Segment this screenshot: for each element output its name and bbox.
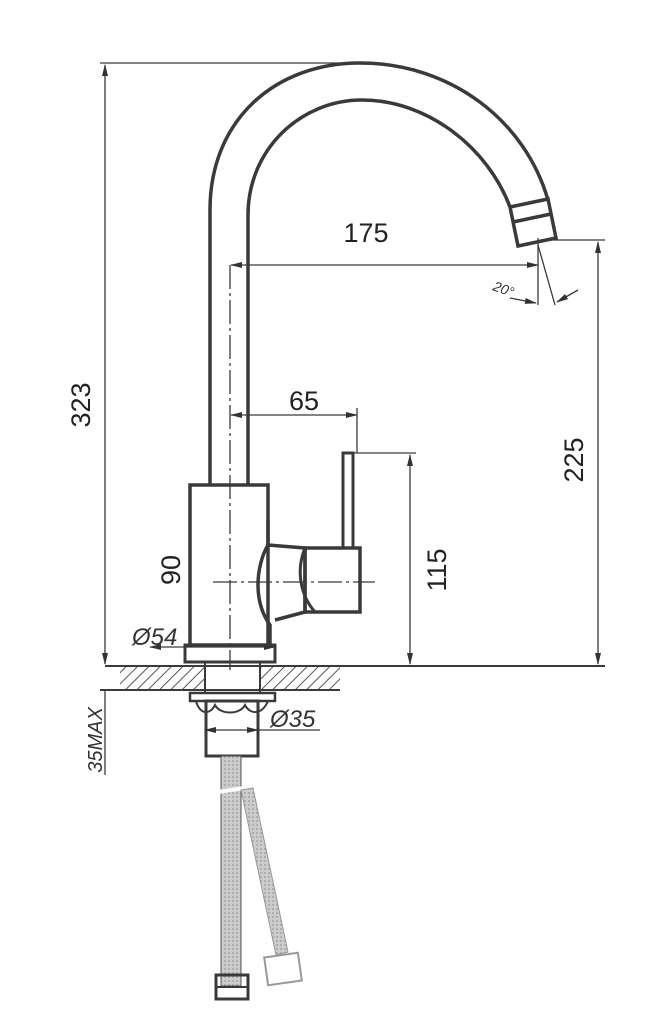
spout [208,61,559,485]
lever [341,451,355,550]
dim-total-height: 323 [66,382,96,427]
dim-spout-reach: 175 [343,218,388,248]
dim-spout-height: 225 [559,437,589,482]
dim-handle-height: 115 [422,548,452,591]
handle-cylinder [303,546,362,614]
dim-shank-diameter: Ø35 [269,706,316,733]
spout-tip [507,196,559,249]
dim-max-counter: 35MAX [85,707,107,773]
mounting-shank [188,691,303,1001]
dimension-lines [100,62,605,775]
countertop [100,662,605,692]
dim-spout-angle: 20° [490,277,517,300]
dim-handle-offset: 65 [289,386,319,416]
dim-body-height: 90 [156,555,186,585]
dim-base-diameter: Ø54 [131,624,177,651]
faucet-body [183,451,362,664]
